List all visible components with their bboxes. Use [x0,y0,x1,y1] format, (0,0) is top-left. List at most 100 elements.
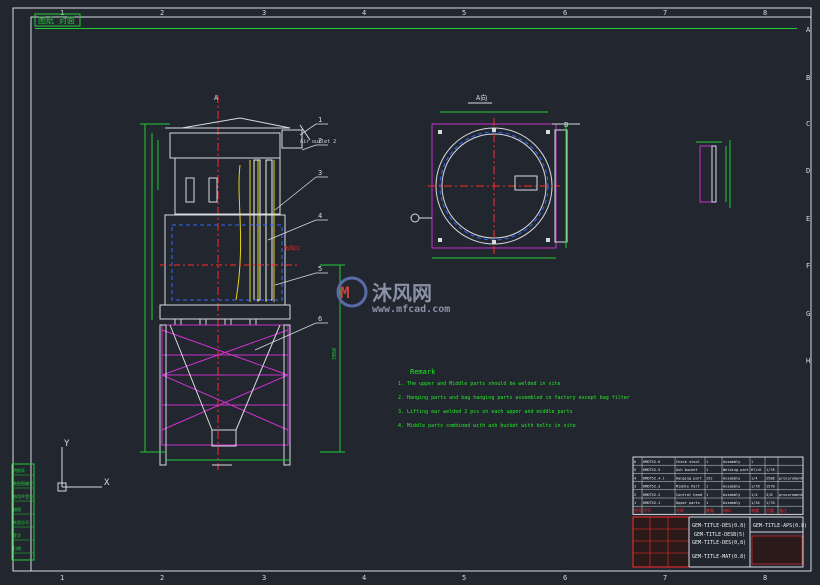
left-strip-item: 描图 [13,506,21,512]
bom-cell: 1/78 [766,501,775,505]
column-number-bottom: 5 [462,574,466,582]
watermark-url: www.mfcad.com [372,304,450,315]
ucs-axis-icon: Y X [57,439,110,492]
row-letter-right: C [806,120,810,128]
left-strip-item: 签字 [13,532,21,538]
bom-cell: 4 [634,476,636,480]
callout-leader [274,176,317,211]
bom-cell: 1/78 [766,468,775,472]
bom-cell: KMDT52.3 [643,485,660,489]
bom-cell: HT/dl [751,468,762,472]
column-number-bottom: 2 [160,574,164,582]
bom-cell: Assembly [723,493,741,497]
left-strip-item: 日期 [13,545,21,551]
svg-text:M: M [340,283,350,302]
bom-cell: Control head [676,493,702,497]
bom-header-cell: 代号 [643,507,651,513]
bom-cell: 1/78 [751,485,760,489]
left-strip-frame [11,463,35,561]
bom-cell: Upper parts [676,501,700,505]
bom-cell: 5 [634,468,636,472]
top-view: A向 B [410,93,580,259]
bom-cell: 1/4 [751,476,758,480]
axis-y-label: Y [64,439,70,449]
bom-cell: 1 [706,468,708,472]
bom-header-cell: 序号 [634,507,642,513]
title-line-4: GEM-TITLE-MAT(0.8) [692,554,746,560]
row-letter-right: A [806,26,811,34]
callout-leader [301,144,317,151]
bom-cell: KMDT52.1 [643,501,660,505]
bom-cell: Assembly [723,501,741,505]
top-rule [35,28,797,29]
title-line-2: GEM-TITLE-DESB(5) [694,532,745,538]
column-number-top: 1 [60,9,64,17]
column-number-top: 5 [462,9,466,17]
title-right-top: GEM-TITLE-APS(0.8) [753,523,807,529]
callout-leader [267,219,317,241]
bom-cell: Assembly [723,485,741,489]
bom-cell: 3 [634,485,636,489]
bom-cell: 6 [634,460,636,464]
side-detail [696,140,731,208]
bom-cell: 1 [706,460,708,464]
column-number-top: 7 [663,9,667,17]
remark-item-3: 3. Lifting ear welded 2 pcs on each uppe… [398,409,573,415]
row-letter-right: E [806,215,810,223]
callout-leader [254,322,317,351]
callout-leader [299,123,317,136]
left-strip-item: 明细表 [13,467,25,473]
bom-cell: Assembly [723,460,741,464]
bom-cell: 1/34 [751,501,760,505]
title-line-1: GEM-TITLE-DES(0.8) [692,523,746,529]
callout-leader [274,272,317,286]
remark-item-1: 1. The upper and Middle parts should be … [398,381,561,387]
bom-cell: 1 [706,493,708,497]
bom-cell: 1 [706,501,708,505]
bom-cell: Hanging part [676,476,702,480]
section-a-label: A [214,94,219,102]
bom-cell: Welding part [723,468,749,472]
column-number-bottom: 6 [563,574,567,582]
bom-cell: KMDT52.6 [643,460,660,464]
bom-header-cell: 总重 [766,507,774,513]
bom-cell: 1 [634,501,636,505]
bom-cell: Check stool [676,460,700,464]
drawing-frame [12,7,812,572]
row-letter-right: H [806,357,810,365]
row-letter-right: B [806,74,810,82]
bom-cell: KMDT52.5 [643,468,660,472]
bom-cell: 1/4 [751,493,758,497]
bom-cell: 152 [706,476,713,480]
bom-header-cell: 单重 [751,507,759,513]
title-stamp: 图纸 封面 [34,13,81,27]
bom-cell: 2 [634,493,636,497]
callout-number: 6 [318,315,322,323]
column-number-top: 8 [763,9,767,17]
watermark-brand: 沐风网 [372,281,432,305]
column-number-top: 3 [262,9,266,17]
bom-cell: procurement [779,476,803,480]
remark-item-2: 2. Hanging parts and bag hanging parts a… [398,395,630,401]
bom-cell: 3/8 [766,493,773,497]
bom-cell: 1 [751,460,753,464]
column-number-top: 2 [160,9,164,17]
bom-cell: KMDT52.4.1 [643,476,665,480]
axis-x-label: X [104,478,110,488]
title-block: GEM-TITLE-DES(0.8) GEM-TITLE-DESB(5) GEM… [632,516,807,568]
bom-cell: Middle Part [676,485,700,489]
column-number-bottom: 1 [60,574,64,582]
callout-number: 1 [318,116,322,124]
callout-number: 2 [318,137,322,145]
view-a-label: A向 [476,93,487,102]
bom-cell: Ash bucket [676,468,698,472]
height-dimension: 7050 [332,348,338,360]
callout-number: 5 [318,265,322,273]
remark-block: Remark 1. The upper and Middle parts sho… [398,368,630,429]
